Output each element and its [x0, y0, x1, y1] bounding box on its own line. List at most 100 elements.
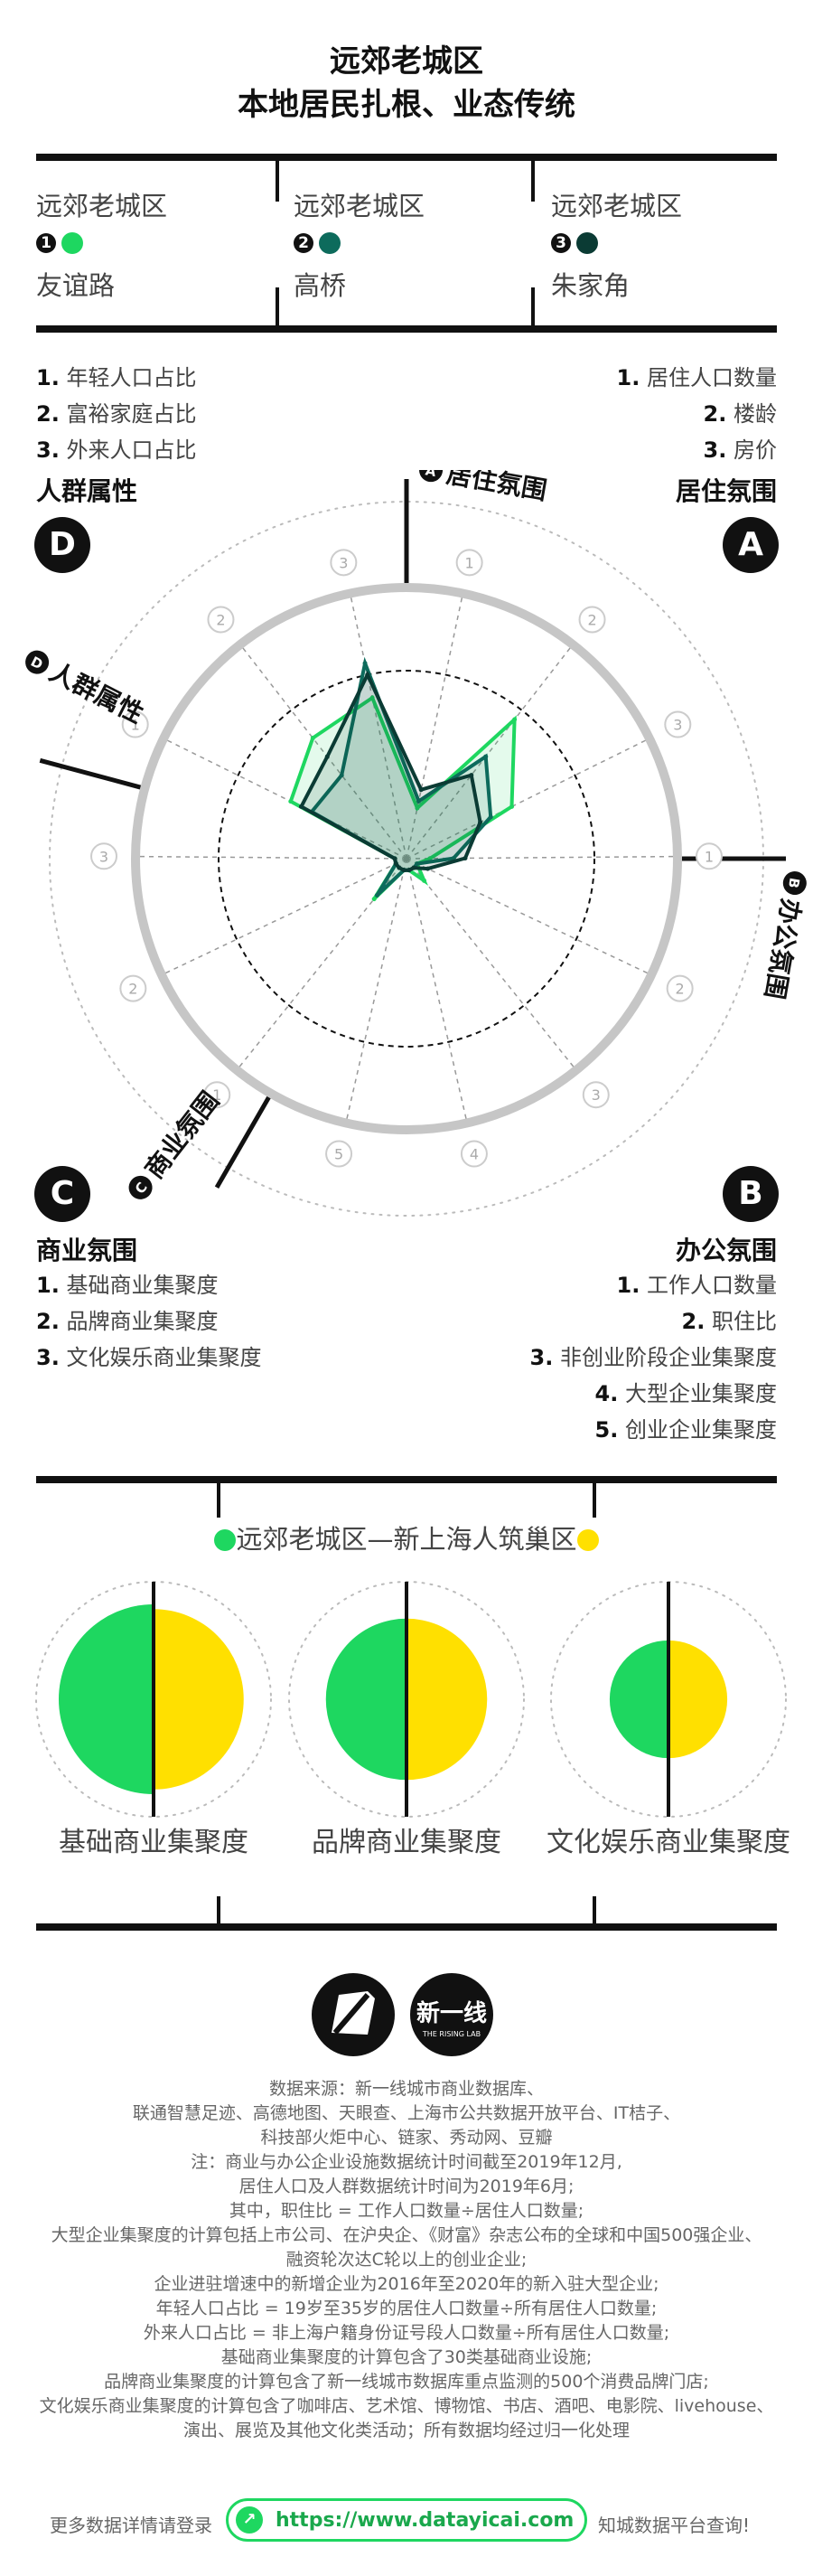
- ring-label-badge: [782, 871, 807, 896]
- comparison-divider: [217, 1483, 220, 1518]
- dimension-a-badge: A: [723, 517, 779, 573]
- dimension-item: 创业企业集聚度: [625, 1417, 777, 1443]
- ring-label-text: 居住氛围: [444, 470, 549, 505]
- dimension-item: 职住比: [712, 1309, 777, 1334]
- brand-logo: 新一线 THE RISING LAB: [410, 1973, 493, 2056]
- footnote-line: 数据来源：新一线城市商业数据库、: [268, 2079, 544, 2099]
- dimension-item: 基础商业集聚度: [66, 1273, 219, 1298]
- footnote-line: 科技部火炬中心、链家、秀动网、豆瓣: [260, 2128, 553, 2148]
- axis-tick-marker: [203, 1081, 231, 1109]
- axis-tick-label: 1: [212, 1086, 221, 1104]
- comparison-chart: 基础商业集聚度品牌商业集聚度文化娱乐商业集聚度: [35, 1581, 790, 1858]
- radar-point: [288, 799, 294, 804]
- radar-point: [392, 856, 397, 861]
- radar-point: [483, 754, 489, 759]
- legend-divider: [531, 161, 535, 202]
- footnotes: 数据来源：新一线城市商业数据库、 联通智慧足迹、高德地图、天眼查、上海市公共数据…: [0, 2077, 813, 2443]
- location-legend-2: 远郊老城区 2 高桥: [294, 185, 425, 303]
- legend-divider: [276, 287, 279, 325]
- axis-tick-marker: [578, 606, 606, 634]
- radar-point: [374, 893, 379, 898]
- axis-tick-label: 3: [592, 1086, 601, 1104]
- page-title-line1: 远郊老城区: [330, 43, 483, 80]
- comparison-category-label: 基础商业集聚度: [59, 1827, 248, 1858]
- dimension-item: 大型企业集聚度: [625, 1381, 777, 1406]
- radar-axis-line: [345, 858, 407, 1123]
- radar-point: [324, 754, 330, 759]
- radar-point: [393, 861, 398, 867]
- axis-tick-label: 2: [676, 981, 685, 998]
- footnote-line: 品牌商业集聚度的计算包含了新一线城市数据库重点监测的500个消费品牌门店;: [104, 2372, 709, 2392]
- comparison-top-divider: [36, 1476, 777, 1483]
- comparison-separator: —: [367, 1524, 394, 1555]
- dimension-item: 房价: [734, 437, 777, 463]
- axis-tick-marker: [325, 1140, 353, 1168]
- quadrant-divider: [39, 757, 142, 790]
- ring-label-text: 商业氛围: [139, 1086, 225, 1185]
- location-legend-1: 远郊老城区 1 友谊路: [36, 185, 167, 303]
- radar-axis-line: [406, 858, 577, 1071]
- axis-tick-label: 5: [334, 1146, 343, 1163]
- dimension-item: 居住人口数量: [647, 365, 777, 390]
- axis-tick-marker: [666, 974, 694, 1002]
- ring-label-badge: [419, 470, 444, 483]
- location-color-dot: [576, 232, 598, 254]
- comparison-category-label: 文化娱乐商业集聚度: [547, 1827, 790, 1858]
- radar-point: [469, 773, 474, 778]
- dimension-d-list: 1. 年轻人口占比 2. 富裕家庭占比 3. 外来人口占比: [36, 365, 197, 463]
- ring-label-badge: [25, 650, 50, 674]
- dimension-c-badge: C: [34, 1166, 90, 1222]
- comparison-divider: [217, 1896, 220, 1923]
- right-half-circle: [406, 1618, 488, 1781]
- radar-point: [509, 804, 515, 809]
- comparison-divider: [593, 1483, 596, 1518]
- brand-logo-text: 新一线: [416, 2000, 487, 2027]
- radar-point: [488, 814, 493, 820]
- axis-tick-label: 3: [339, 554, 348, 571]
- location-category: 远郊老城区: [551, 191, 683, 221]
- radar-axis-line: [406, 858, 652, 976]
- dimension-b-list: 1. 工作人口数量 2. 职住比 3. 非创业阶段企业集聚度 4. 大型企业集聚…: [529, 1273, 777, 1443]
- dimension-c-list: 1. 基础商业集聚度 2. 品牌商业集聚度 3. 文化娱乐商业集聚度: [36, 1273, 262, 1370]
- location-name: 友谊路: [36, 270, 116, 301]
- comparison-right-label: 新上海人筑巢区: [393, 1524, 577, 1555]
- ring-label-text: 办公氛围: [760, 897, 807, 1001]
- left-half-circle: [609, 1640, 668, 1759]
- location-name: 高桥: [294, 270, 347, 301]
- axis-tick-marker: [455, 549, 483, 577]
- dimension-item: 文化娱乐商业集聚度: [66, 1345, 262, 1370]
- right-half-circle: [668, 1640, 728, 1759]
- comparison-divider: [593, 1896, 596, 1923]
- axis-tick-marker: [119, 974, 147, 1002]
- radar-point: [416, 798, 422, 804]
- comparison-bottom-divider: [36, 1923, 777, 1931]
- dimension-b-badge: B: [723, 1166, 779, 1222]
- axis-ring: [131, 583, 682, 1134]
- axis-tick-marker: [207, 606, 235, 634]
- footnote-line: 融资轮次达C轮以上的创业企业;: [285, 2250, 528, 2270]
- radar-point: [339, 773, 344, 778]
- axis-tick-marker: [695, 842, 723, 870]
- website-link[interactable]: ↗ https://www.datayicai.com: [226, 2498, 587, 2542]
- dimension-c-title: 商业氛围: [36, 1236, 138, 1265]
- footnote-line: 外来人口占比 = 非上海户籍身份证号段人口数量÷所有居住人口数量;: [143, 2323, 670, 2343]
- axis-tick-marker: [460, 1140, 488, 1168]
- legend-divider: [531, 287, 535, 325]
- location-color-dot: [319, 232, 341, 254]
- dimension-item: 外来人口占比: [66, 437, 197, 463]
- location-name: 朱家角: [551, 270, 631, 301]
- page-title-line2: 本地居民扎根、业态传统: [238, 87, 575, 123]
- radar-axis-line: [406, 858, 468, 1123]
- location-number: 1: [36, 233, 56, 253]
- comparison-left-label: 远郊老城区: [236, 1524, 368, 1555]
- radar-point: [371, 897, 377, 902]
- reference-circle: [218, 670, 595, 1048]
- dimension-a-list: 1. 居住人口数量 2. 楼龄 3. 房价: [616, 365, 777, 463]
- axis-tick-label: 3: [673, 717, 682, 734]
- legend-bottom-divider: [36, 325, 777, 333]
- location-legend-3: 远郊老城区 3 朱家角: [551, 185, 682, 303]
- radar-point: [422, 878, 427, 883]
